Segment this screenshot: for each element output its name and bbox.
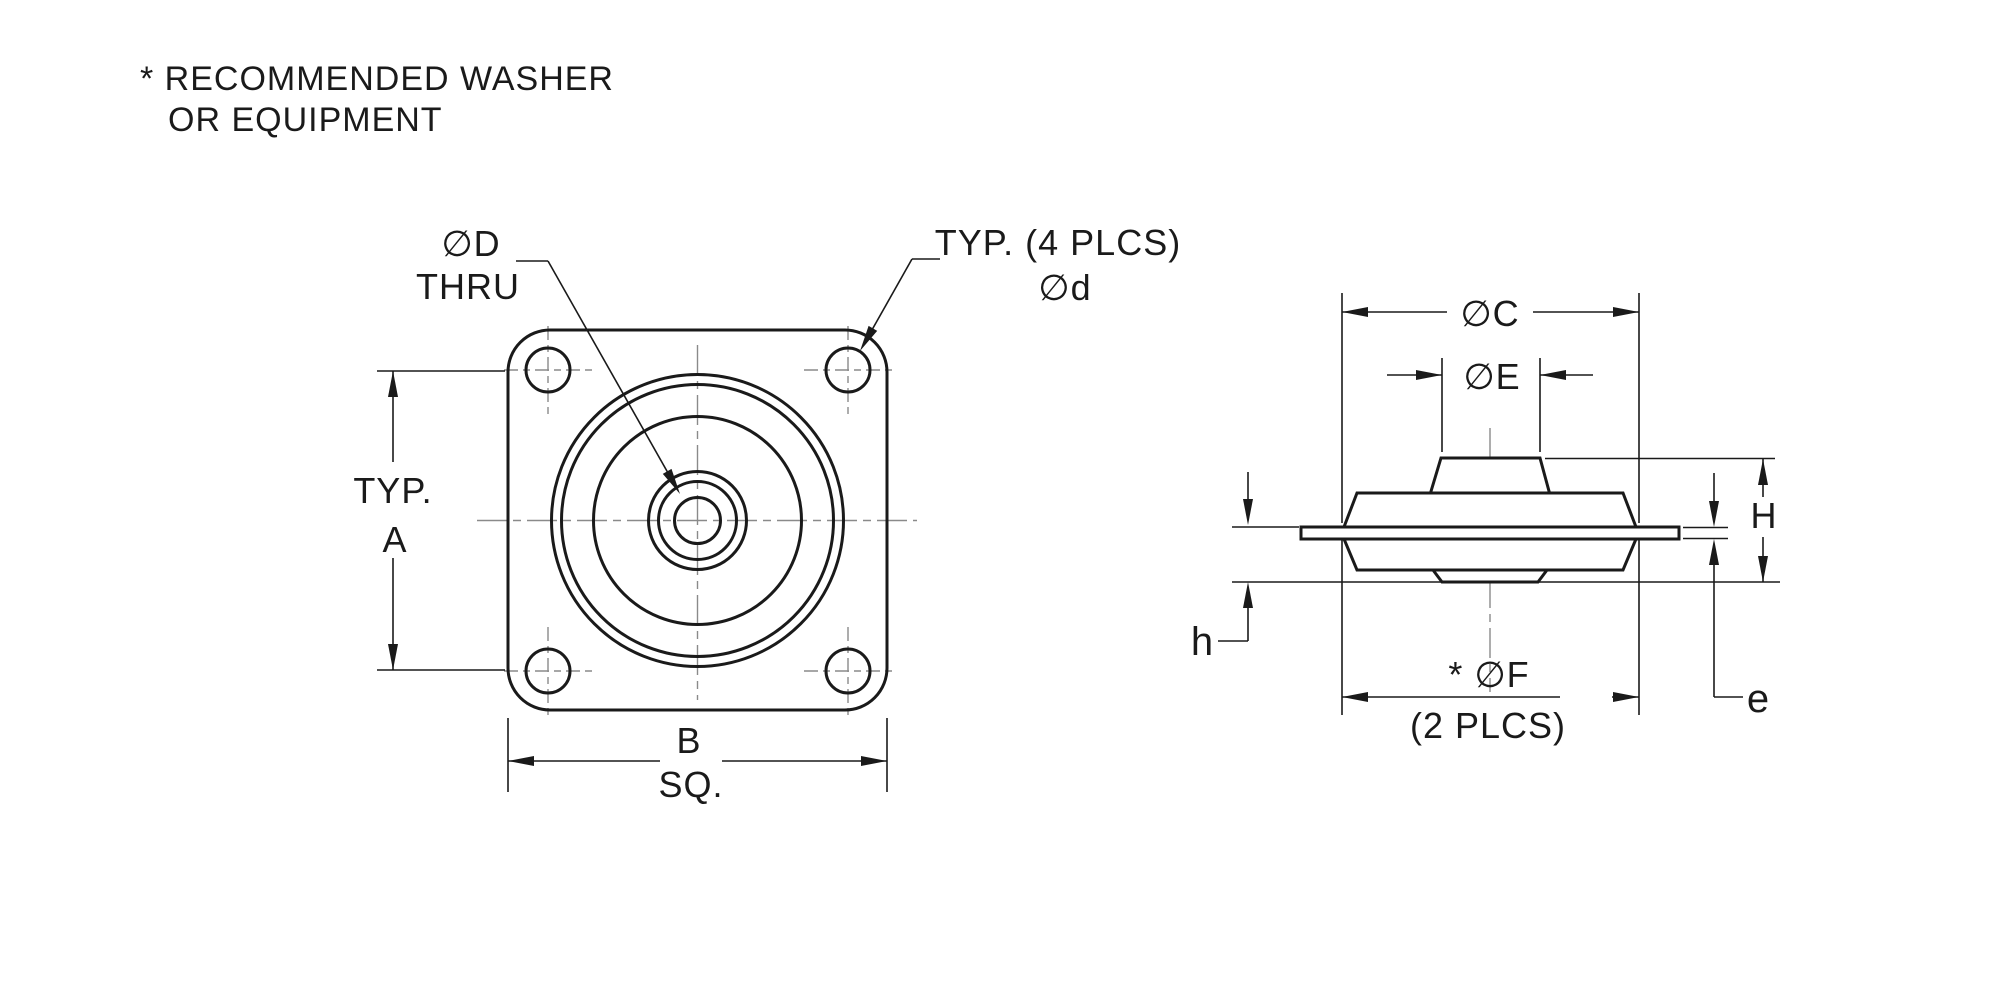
dim-f-label: * ∅F <box>1448 654 1529 695</box>
bolt-hole <box>824 346 872 394</box>
side-view: ∅C ∅E H <box>1191 293 1780 746</box>
front-view: TYP. A B SQ. ∅D THRU TYP. (4 PLC <box>353 222 1181 805</box>
note-line-2: OR EQUIPMENT <box>168 101 443 139</box>
hole-dia-label: ∅D <box>441 223 500 264</box>
hub-middle-circle <box>657 480 738 561</box>
arrow-left-icon <box>1342 692 1368 702</box>
flange-outline <box>506 328 889 712</box>
dim-e-boss-label: ∅E <box>1463 356 1520 397</box>
bolt-hole-crosshairs <box>504 326 892 715</box>
dim-h-base-label: h <box>1191 620 1213 664</box>
dim-b-label: B <box>676 720 701 761</box>
body-inner-circle <box>560 383 835 658</box>
arrow-up-icon <box>1709 539 1719 565</box>
leader-arrow-icon <box>662 468 680 494</box>
dimension-e-plate: e <box>1683 473 1769 721</box>
base-plate <box>1299 525 1681 541</box>
arrow-right-icon <box>861 756 887 766</box>
dim-a-typ-label: TYP. <box>353 470 432 511</box>
lower-cone <box>1341 537 1639 572</box>
hole-thru-label: THRU <box>416 266 520 307</box>
leader-hole-d: ∅D THRU <box>416 223 680 494</box>
dimension-f: * ∅F (2 PLCS) <box>1342 654 1639 746</box>
hub-outer-circle <box>647 470 748 571</box>
arrow-down-icon <box>388 644 398 670</box>
dimension-h-overall: H <box>1232 457 1780 583</box>
arrow-down-icon <box>1709 501 1719 527</box>
arrow-right-icon <box>1613 692 1639 702</box>
dimension-a: TYP. A <box>353 370 505 671</box>
body-outer-circle <box>550 373 845 668</box>
bolt-hole <box>524 346 572 394</box>
dim-e-plate-label: e <box>1747 677 1769 721</box>
dimension-b: B SQ. <box>507 718 888 805</box>
arrow-up-icon <box>388 371 398 397</box>
arrow-left-icon <box>508 756 534 766</box>
corner-callout-label: TYP. (4 PLCS) <box>935 222 1181 263</box>
arrow-left-icon <box>1342 307 1368 317</box>
dim-f-places-label: (2 PLCS) <box>1410 705 1566 746</box>
arrow-down-icon <box>1758 556 1768 582</box>
leader-arrow-icon <box>860 325 878 351</box>
thru-hole-circle <box>673 496 722 545</box>
dim-h-overall-label: H <box>1751 495 1778 536</box>
bolt-hole <box>524 647 572 695</box>
top-boss <box>1428 456 1552 495</box>
arrow-down-icon <box>1243 499 1253 525</box>
dimension-c: ∅C <box>1341 293 1640 715</box>
dim-a-label: A <box>382 519 407 560</box>
arrow-right-icon <box>1416 370 1442 380</box>
dim-c-label: ∅C <box>1460 293 1519 334</box>
dimension-h-base: h <box>1191 472 1299 664</box>
bolt-hole <box>824 647 872 695</box>
leader-corner-holes: TYP. (4 PLCS) ∅d <box>860 222 1181 351</box>
upper-cone <box>1341 491 1639 529</box>
note-line-1: * RECOMMENDED WASHER <box>140 60 614 98</box>
corner-dia-label: ∅d <box>1038 267 1091 308</box>
cone-base-circle <box>592 415 803 626</box>
dim-b-sq-label: SQ. <box>658 764 723 805</box>
arrow-left-icon <box>1540 370 1566 380</box>
arrow-up-icon <box>1758 459 1768 485</box>
bottom-boss <box>1430 568 1550 584</box>
dimension-e-boss: ∅E <box>1387 356 1593 452</box>
arrow-right-icon <box>1613 307 1639 317</box>
arrow-up-icon <box>1243 582 1253 608</box>
